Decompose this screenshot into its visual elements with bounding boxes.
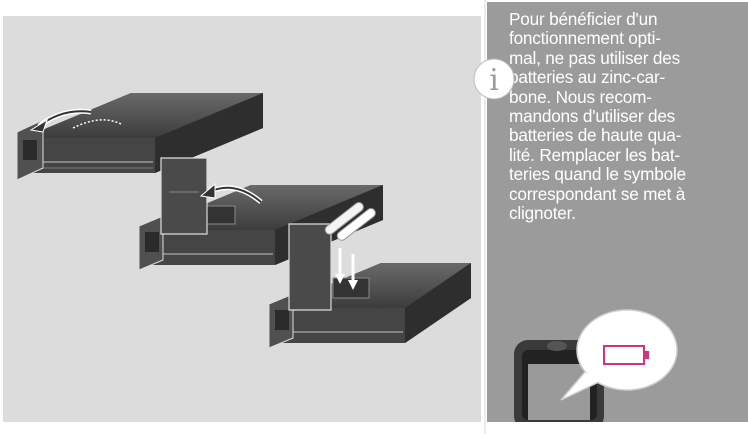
battery-steps-drawing bbox=[16, 93, 471, 349]
step-2-lid bbox=[160, 157, 208, 235]
step-1-device bbox=[16, 93, 263, 181]
insert-arrows bbox=[335, 248, 358, 290]
step-3-lid bbox=[288, 223, 332, 311]
panel-divider bbox=[484, 0, 486, 434]
step-1-arrow bbox=[29, 108, 92, 133]
batteries bbox=[324, 202, 376, 241]
battery-low-icon bbox=[603, 345, 649, 365]
info-icon: i bbox=[473, 58, 515, 100]
step-3-device bbox=[268, 263, 471, 349]
battery-replacement-illustration bbox=[3, 16, 481, 422]
info-icon-glyph: i bbox=[489, 63, 499, 98]
step-2-arrow bbox=[199, 182, 263, 204]
battery-info-text: Pour bénéficier d'un fonctionnement opti… bbox=[509, 9, 686, 224]
device-display-closeup bbox=[487, 300, 748, 430]
